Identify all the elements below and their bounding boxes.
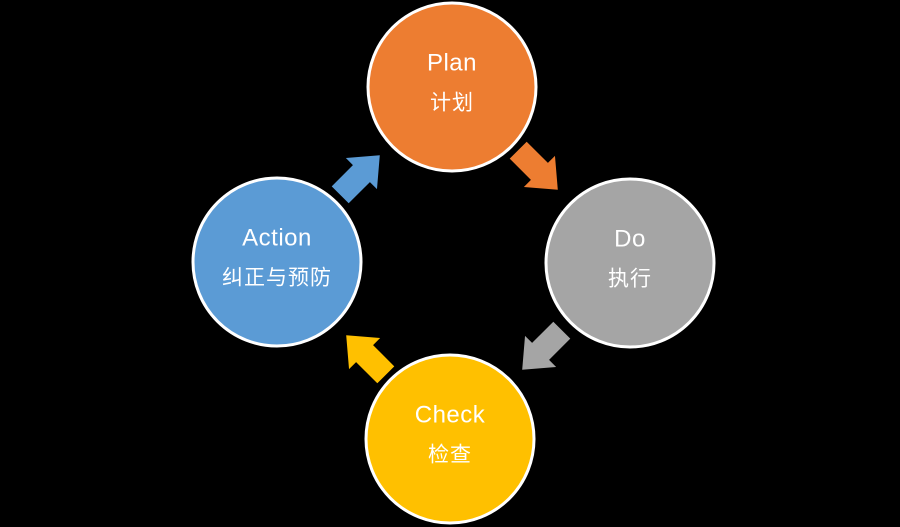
node-check: Check 检查 [364,353,536,525]
block-arrow-icon [522,321,571,370]
action-label-en: Action [242,225,312,252]
arrow-check-to-action [346,335,395,384]
plan-label-zh: 计划 [430,92,474,115]
arrow-plan-to-do [509,141,558,190]
check-label-zh: 检查 [428,444,472,467]
check-label-en: Check [415,402,486,429]
action-label-zh: 纠正与预防 [222,267,332,290]
plan-label-en: Plan [427,50,477,77]
do-label-zh: 执行 [608,268,652,291]
action-circle [191,176,363,348]
do-label-en: Do [614,226,646,253]
plan-circle [366,1,538,173]
node-do: Do 执行 [544,177,716,349]
block-arrow-icon [331,155,380,204]
node-action: Action 纠正与预防 [191,176,363,348]
arrow-do-to-check [522,321,571,370]
check-circle [364,353,536,525]
do-circle [544,177,716,349]
node-plan: Plan 计划 [366,1,538,173]
block-arrow-icon [346,335,395,384]
block-arrow-icon [509,141,558,190]
arrow-action-to-plan [331,155,380,204]
